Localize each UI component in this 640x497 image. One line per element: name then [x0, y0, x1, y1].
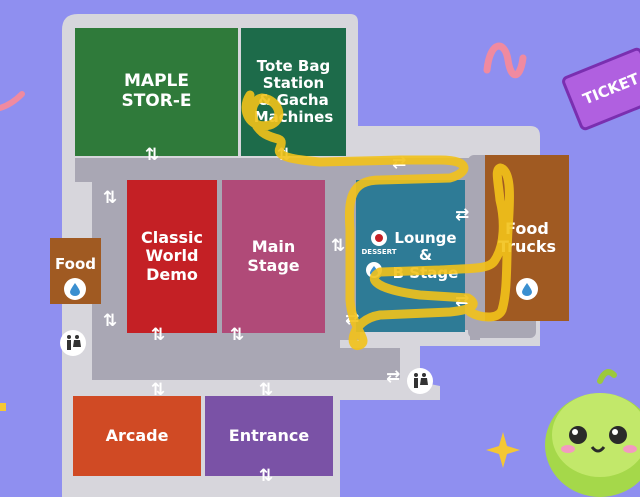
- leftright-arrow-icon: ⇄: [386, 367, 401, 387]
- sparkle-icon: [486, 432, 520, 468]
- food-left-label: Food: [55, 255, 96, 273]
- updown-arrow-icon: ⇅: [103, 311, 118, 331]
- squiggle-decoration: [483, 42, 527, 79]
- updown-arrow-icon: ⇅: [103, 188, 118, 208]
- water-drop-icon: [516, 278, 538, 300]
- leftright-arrow-icon: ⇄: [455, 205, 470, 225]
- sparkle-dot-decoration: [0, 403, 6, 411]
- food-trucks-label: Food Trucks: [497, 218, 557, 256]
- zone-lounge-b-stage[interactable]: Lounge & B Stage: [356, 180, 465, 332]
- updown-arrow-icon: ⇅: [230, 325, 245, 345]
- restroom-icon: [407, 368, 433, 394]
- updown-arrow-icon: ⇅: [259, 466, 274, 486]
- updown-arrow-icon: ⇅: [145, 145, 160, 165]
- zone-maple-store[interactable]: MAPLE STOR-E: [75, 28, 238, 156]
- updown-arrow-icon: ⇅: [259, 380, 274, 400]
- dessert-icon: [371, 230, 387, 246]
- dessert-badge: DESSERT: [360, 230, 398, 256]
- updown-arrow-icon: ⇅: [151, 380, 166, 400]
- water-drop-icon: [64, 278, 86, 300]
- zone-entrance[interactable]: Entrance: [205, 396, 333, 476]
- zone-main-stage[interactable]: Main Stage: [222, 180, 325, 333]
- zone-classic-world-demo[interactable]: Classic World Demo: [127, 180, 217, 333]
- updown-arrow-icon: ⇅: [151, 325, 166, 345]
- zone-arcade[interactable]: Arcade: [73, 396, 201, 476]
- arc-decoration: [0, 91, 25, 111]
- slime-mascot-icon: [545, 369, 640, 497]
- dessert-label: DESSERT: [361, 248, 397, 256]
- updown-arrow-icon: ⇅: [331, 236, 346, 256]
- restroom-icon: [60, 330, 86, 356]
